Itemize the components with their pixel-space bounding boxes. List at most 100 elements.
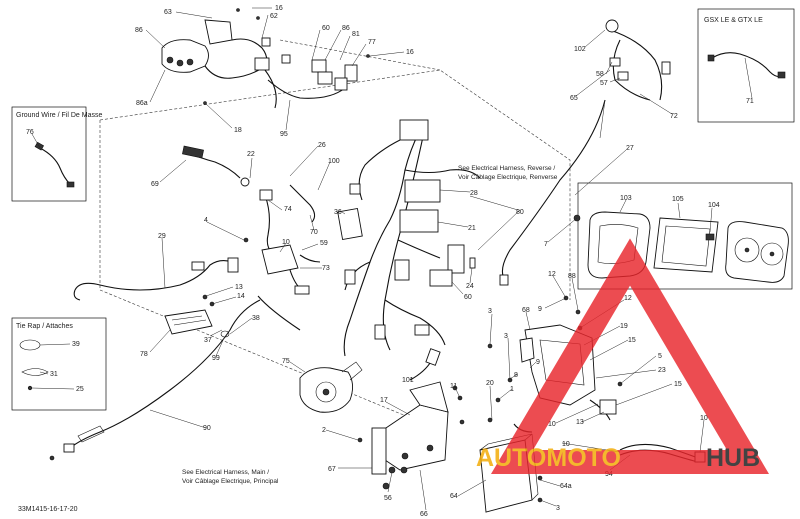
watermark-text-automoto: AUTOMOTO (476, 444, 621, 472)
callout-23: 23 (658, 367, 666, 374)
callout-13-b: 13 (576, 419, 584, 426)
callout-37: 37 (204, 337, 212, 344)
fuse-box-21 (399, 209, 439, 233)
group-outline-top (279, 39, 441, 71)
callout-74: 74 (284, 206, 292, 213)
switch-housing-63 (204, 19, 233, 45)
watermark-logo: AUTOMOTO HUB (476, 238, 770, 474)
gauge-lens (653, 217, 719, 273)
callout-81: 81 (352, 31, 360, 38)
watermark-text-hub: HUB (706, 444, 760, 472)
battery-cable-69 (182, 145, 250, 187)
callout-90: 90 (203, 425, 211, 432)
callout-19: 19 (620, 323, 628, 330)
callout-21: 21 (468, 225, 476, 232)
callout-78: 78 (140, 351, 148, 358)
callout-95: 95 (280, 131, 288, 138)
tie-rap-box: Tie Rap / Attaches (11, 317, 107, 411)
callout-39: 39 (72, 341, 80, 348)
callout-60: 60 (322, 25, 330, 32)
callout-99: 99 (212, 355, 220, 362)
callout-20: 20 (486, 380, 494, 387)
callout-11: 11 (450, 383, 457, 390)
main-wiring-harness (337, 119, 481, 357)
callout-4: 4 (204, 217, 208, 224)
note-main-harness: See Electrical Harness, Main / Voir Câbl… (182, 469, 279, 485)
callout-105: 105 (672, 196, 684, 203)
callout-88: 88 (568, 273, 576, 280)
callout-76: 76 (26, 129, 34, 136)
note-reverse-line2: Voir Câblage Electrique, Renverse (458, 174, 558, 181)
callout-77: 77 (368, 39, 376, 46)
callout-3: 3 (488, 308, 492, 315)
steering-actuator-75 (299, 361, 363, 413)
callout-31: 31 (50, 371, 58, 378)
callout-73: 73 (322, 265, 330, 272)
callout-38: 38 (252, 315, 260, 322)
gsx-gtx-box: GSX LE & GTX LE (697, 8, 795, 123)
callout-72: 72 (670, 113, 678, 120)
callout-27: 27 (626, 145, 634, 152)
connector-101 (409, 348, 441, 381)
ignition-key-102 (605, 19, 619, 33)
callout-17: 17 (380, 397, 388, 404)
ground-wire-box: Ground Wire / Fil De Masse (11, 106, 102, 202)
callout-59: 59 (320, 240, 328, 247)
callout-9-b: 9 (536, 359, 540, 366)
reverse-wiring-harness (499, 19, 671, 286)
callout-64: 64 (450, 493, 458, 500)
callout-86-b: 86 (342, 25, 350, 32)
leader-lines (31, 7, 753, 511)
callout-10-c: 10 (562, 441, 570, 448)
relay-block-28 (404, 179, 441, 203)
note-reverse-line1: See Electrical Harness, Reverse / (458, 165, 555, 172)
callout-56: 56 (384, 495, 392, 502)
callouts: 63 16 62 86 86a 60 86 81 77 16 18 95 76 … (26, 5, 754, 518)
callout-24: 24 (466, 283, 474, 290)
callout-7: 7 (544, 241, 548, 248)
callout-60-b: 60 (464, 294, 472, 301)
gsx-gtx-box-title: GSX LE & GTX LE (704, 17, 763, 24)
control-module-78 (164, 309, 213, 335)
callout-3-c: 3 (556, 505, 560, 512)
callout-12: 12 (548, 271, 556, 278)
gauge-cluster-box (577, 182, 793, 290)
callout-94: 94 (605, 471, 613, 478)
callout-10-d: 10 (700, 415, 708, 422)
callout-63: 63 (164, 9, 172, 16)
callout-86: 86 (135, 27, 143, 34)
group-outline-left (99, 120, 441, 431)
callout-100: 100 (328, 158, 340, 165)
note-main-line1: See Electrical Harness, Main / (182, 469, 269, 476)
callout-80: 80 (516, 209, 524, 216)
actuator-73 (261, 244, 321, 295)
callout-14: 14 (237, 293, 245, 300)
callout-22: 22 (247, 151, 255, 158)
callout-5: 5 (658, 353, 662, 360)
callout-28: 28 (470, 190, 478, 197)
callout-86a: 86a (136, 100, 148, 107)
callout-26: 26 (318, 142, 326, 149)
callout-10: 10 (282, 239, 290, 246)
left-wiring-harness (49, 257, 301, 461)
callout-8: 8 (514, 372, 518, 379)
ground-wire-box-title: Ground Wire / Fil De Masse (16, 112, 102, 119)
handlebar-switch-assembly (161, 8, 370, 109)
callout-2: 2 (322, 427, 326, 434)
callout-75: 75 (282, 358, 290, 365)
callout-15: 15 (628, 337, 636, 344)
callout-15-b: 15 (674, 381, 682, 388)
callout-16: 16 (275, 5, 283, 12)
group-outline-main (99, 69, 571, 300)
callout-29: 29 (158, 233, 166, 240)
callout-67: 67 (328, 466, 336, 473)
callout-103: 103 (620, 195, 632, 202)
note-main-line2: Voir Câblage Electrique, Principal (182, 478, 279, 485)
document-code: 33M1415-16-17-20 (18, 506, 78, 513)
gauge-cluster (725, 221, 789, 283)
callout-12-b: 12 (624, 295, 632, 302)
callout-64a: 64a (560, 483, 572, 490)
callout-57: 57 (600, 80, 608, 87)
